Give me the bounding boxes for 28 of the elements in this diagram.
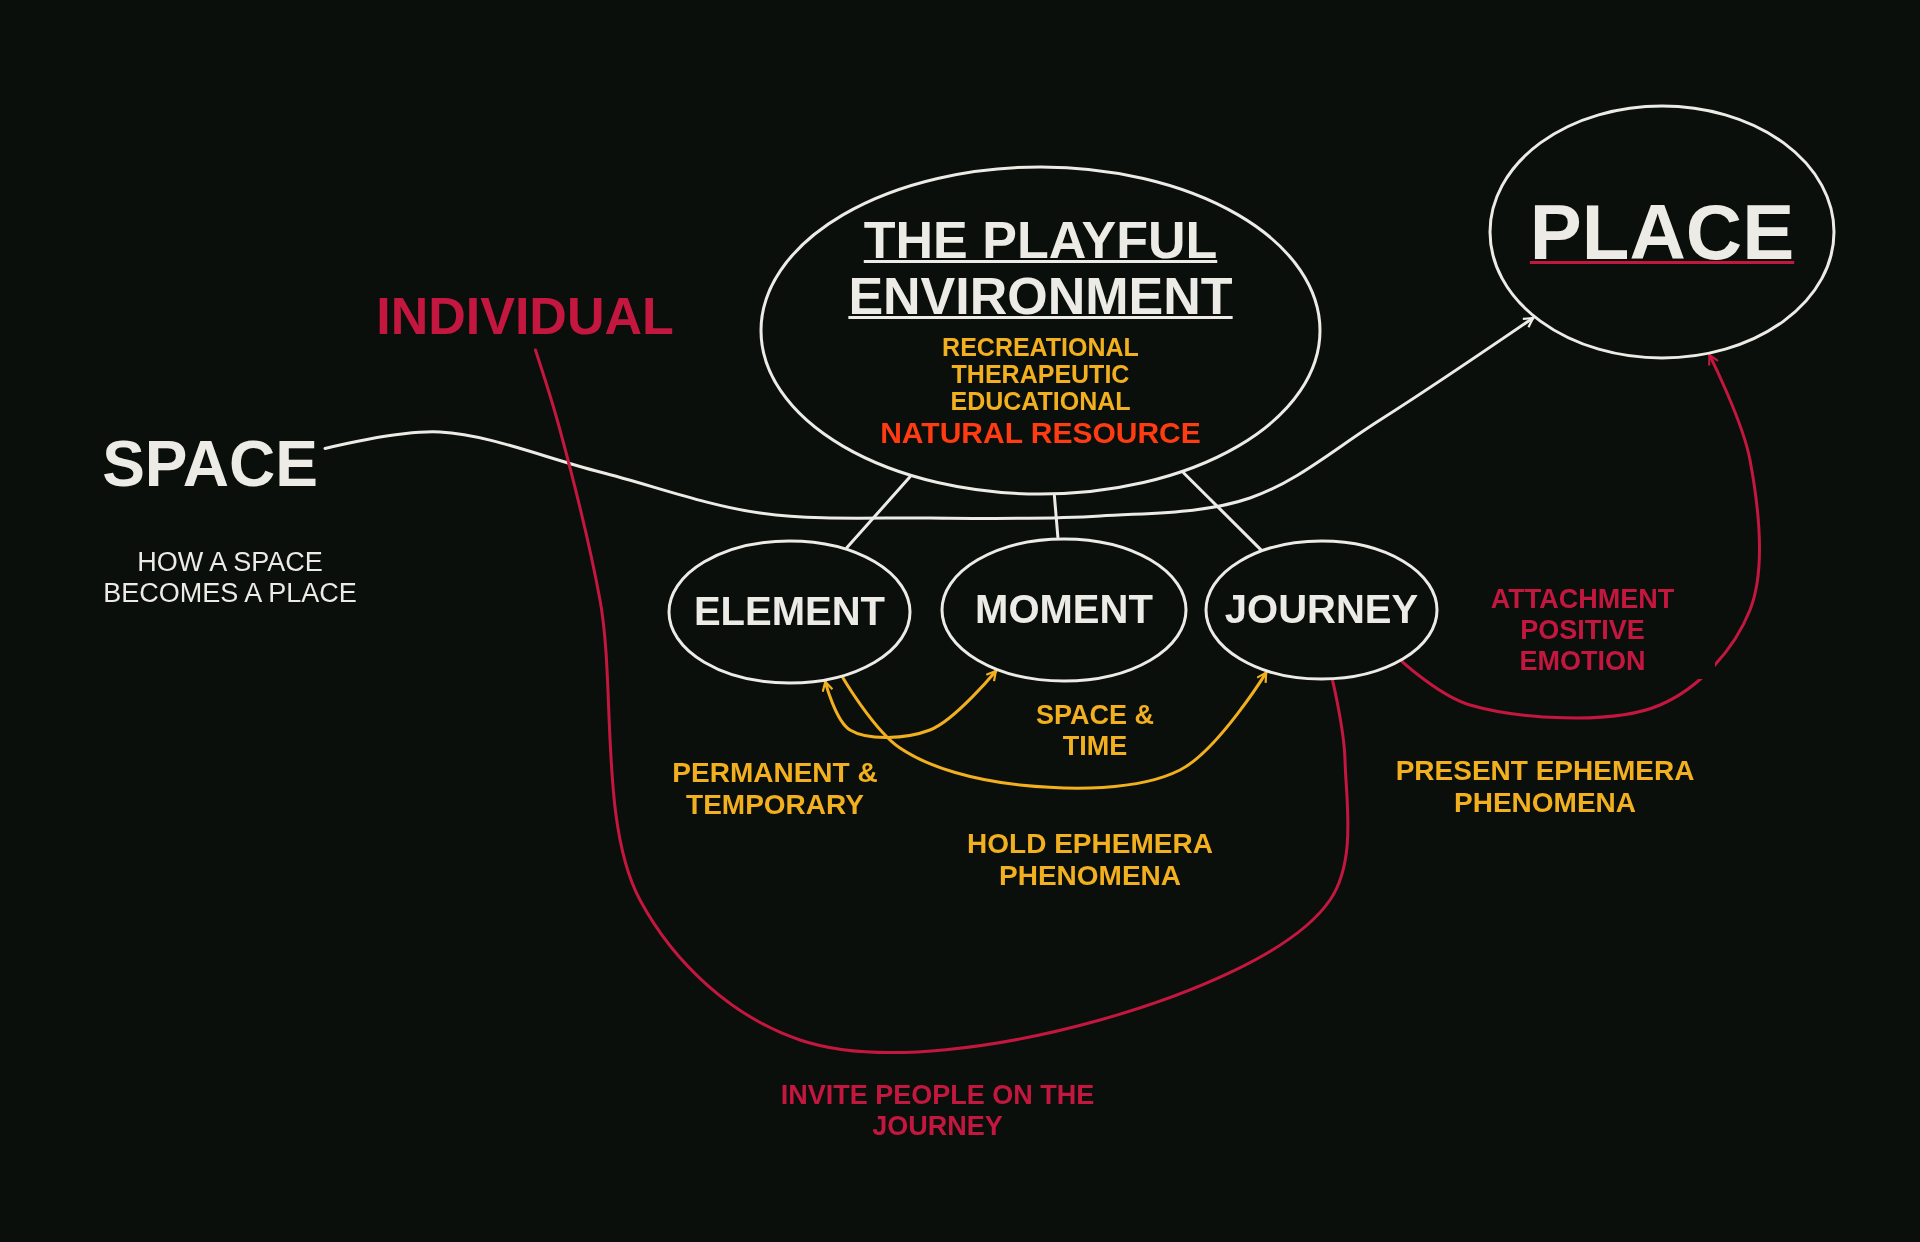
node-title: ELEMENT xyxy=(693,590,886,634)
node-title: MOMENT xyxy=(975,588,1153,632)
heading-text: INDIVIDUAL xyxy=(355,282,695,350)
node-text: RECREATIONAL xyxy=(942,333,1139,361)
oval-node xyxy=(667,539,912,685)
annotation-text: PERMANENT & TEMPORARY xyxy=(671,756,879,823)
oval-node xyxy=(1204,539,1439,681)
node-title: PLACE xyxy=(1529,189,1795,275)
heading-text: SPACE xyxy=(95,425,325,505)
oval-node xyxy=(759,165,1322,496)
node-title: JOURNEY xyxy=(1224,588,1419,632)
oval-node xyxy=(940,537,1188,683)
connector-line xyxy=(845,475,912,550)
node-text: NATURAL RESOURCE xyxy=(880,416,1201,450)
arrow xyxy=(323,316,1535,521)
annotation-text: PRESENT EPHEMERA PHENOMENA xyxy=(1394,754,1696,821)
arrow xyxy=(821,669,998,739)
node-text: THERAPEUTIC xyxy=(951,360,1130,388)
annotation-text: HOLD EPHEMERA PHENOMENA xyxy=(966,827,1214,894)
node-text: EDUCATIONAL xyxy=(950,387,1131,415)
connector-line xyxy=(533,348,1350,1055)
arrow xyxy=(1400,353,1762,720)
connector-line xyxy=(1182,471,1262,551)
oval-node xyxy=(1488,104,1836,360)
connector-line xyxy=(1052,494,1060,539)
arrow xyxy=(841,671,1268,790)
caption-text: HOW A SPACE BECOMES A PLACE xyxy=(102,546,358,611)
node-title: THE PLAYFUL ENVIRONMENT xyxy=(847,211,1234,324)
